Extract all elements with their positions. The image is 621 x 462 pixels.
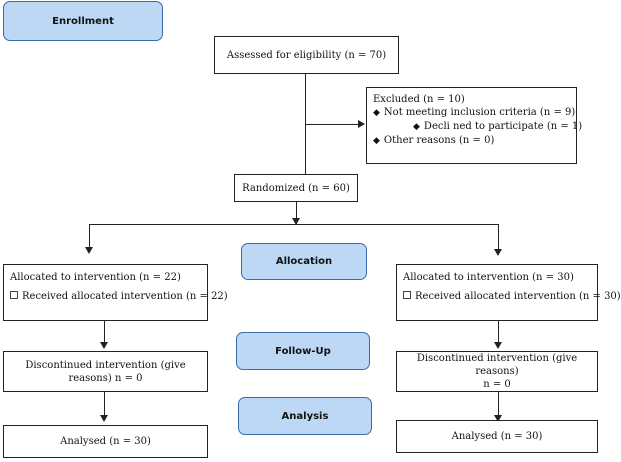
enrollment-stage: Enrollment <box>3 1 163 41</box>
excluded-title: Excluded (n = 10) <box>373 94 465 105</box>
checkbox-icon <box>10 291 18 299</box>
right-analysed-text: Analysed (n = 30) <box>451 431 543 442</box>
connector-left-allocated-discontinued <box>104 321 105 343</box>
left-received-text: Received allocated intervention (n = 22) <box>22 291 228 302</box>
checkbox-icon <box>403 291 411 299</box>
follow-up-stage: Follow-Up <box>236 332 370 370</box>
arrow-left-analysed <box>100 415 108 422</box>
left-discontinued-box: Discontinued intervention (give reasons)… <box>3 351 208 392</box>
left-received-row: Received allocated intervention (n = 22) <box>10 290 228 303</box>
excluded-item: ◆Other reasons (n = 0) <box>373 135 495 146</box>
left-discontinued-line1: Discontinued intervention (give <box>25 359 186 371</box>
arrow-right-analysed <box>494 415 502 422</box>
arrow-left-allocated <box>85 247 93 254</box>
connector-left-down <box>89 224 90 248</box>
right-allocated-box: Allocated to intervention (n = 30) Recei… <box>396 264 621 321</box>
connector-right-discontinued-analysed <box>498 392 499 416</box>
connector-right-allocated-discontinued <box>498 321 499 343</box>
allocation-stage: Allocation <box>241 243 367 280</box>
right-received-text: Received allocated intervention (n = 30) <box>415 291 621 302</box>
connector-to-excluded <box>305 124 359 125</box>
arrow-right-discontinued <box>494 342 502 349</box>
connector-randomized-down <box>296 202 297 224</box>
analysis-stage: Analysis <box>238 397 372 435</box>
right-analysed-box: Analysed (n = 30) <box>396 420 598 453</box>
arrow-randomized <box>292 218 300 225</box>
connector-right-down <box>498 224 499 250</box>
assessed-text: Assessed for eligibility (n = 70) <box>226 49 387 61</box>
diamond-icon: ◆ <box>373 136 380 146</box>
arrow-to-excluded <box>358 120 365 128</box>
randomized-text: Randomized (n = 60) <box>242 182 350 194</box>
right-discontinued-line2: n = 0 <box>483 379 511 390</box>
left-allocated-box: Allocated to intervention (n = 22) Recei… <box>3 264 228 321</box>
connector-left-discontinued-analysed <box>104 392 105 416</box>
right-discontinued-line1: Discontinued intervention (give reasons) <box>416 353 578 377</box>
right-allocated-text: Allocated to intervention (n = 30) <box>403 272 574 283</box>
arrow-left-discontinued <box>100 342 108 349</box>
right-discontinued-box: Discontinued intervention (give reasons)… <box>396 351 598 392</box>
left-analysed-text: Analysed (n = 30) <box>60 436 151 447</box>
arrow-right-allocated <box>494 249 502 256</box>
left-analysed-box: Analysed (n = 30) <box>3 425 208 458</box>
diamond-icon: ◆ <box>413 122 420 132</box>
randomized-box: Randomized (n = 60) <box>234 174 358 202</box>
right-received-row: Received allocated intervention (n = 30) <box>403 290 621 303</box>
left-discontinued-line2: reasons) n = 0 <box>68 372 143 384</box>
diamond-icon: ◆ <box>373 108 380 118</box>
excluded-item: ◆Decli ned to participate (n = 1) <box>413 121 583 132</box>
left-allocated-text: Allocated to intervention (n = 22) <box>10 272 181 283</box>
excluded-item: ◆Not meeting inclusion criteria (n = 9) <box>373 107 576 118</box>
excluded-box: Excluded (n = 10) ◆Not meeting inclusion… <box>366 87 583 164</box>
assessed-box: Assessed for eligibility (n = 70) <box>214 36 399 74</box>
